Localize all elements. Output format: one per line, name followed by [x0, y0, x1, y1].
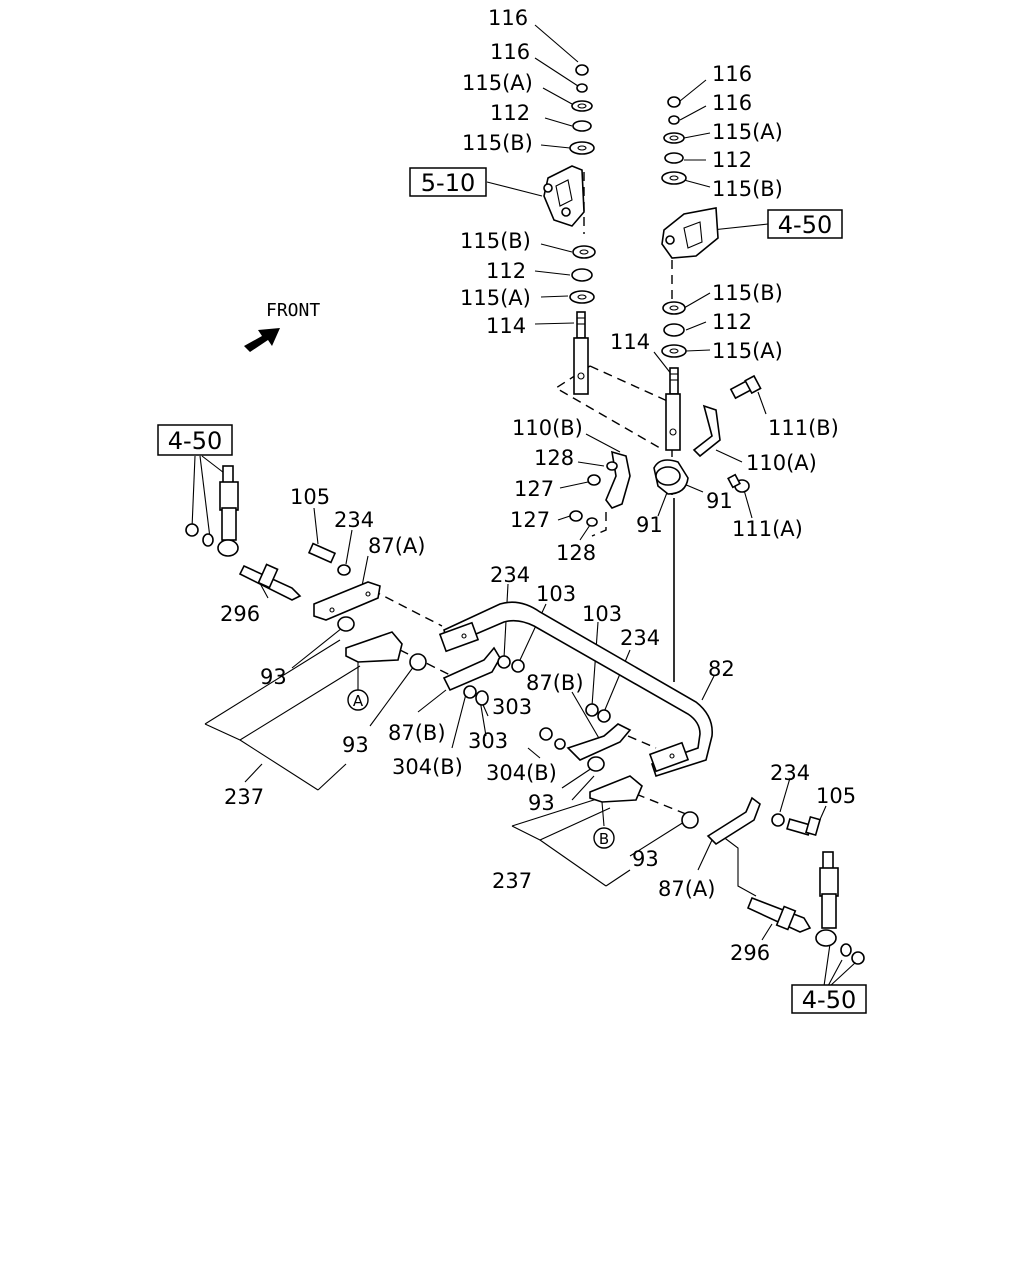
callout-label: 116 [712, 62, 752, 86]
callout-label: 116 [488, 6, 528, 30]
callout-label: 128 [556, 541, 596, 565]
svg-text:4-50: 4-50 [778, 211, 832, 239]
callout-label: 127 [510, 508, 550, 532]
ref-box-4-50-left: 4-50 [157, 424, 233, 456]
callout-label: 296 [730, 941, 770, 965]
callout-label: 115(B) [712, 281, 783, 305]
callout-label: 91 [706, 489, 733, 513]
callout-label: 115(B) [460, 229, 531, 253]
callout-label: 116 [490, 40, 530, 64]
callout-label: 237 [224, 785, 264, 809]
marker-a: A [347, 689, 369, 711]
callout-label: 105 [816, 784, 856, 808]
left-bracket-87a [307, 542, 381, 621]
right-shock-absorber [815, 851, 865, 965]
leader-lines [191, 24, 857, 987]
svg-text:5-10: 5-10 [421, 169, 475, 197]
callout-label: 110(B) [512, 416, 583, 440]
callout-label: 87(A) [368, 534, 425, 558]
callout-label: 303 [492, 695, 532, 719]
right-hanger-b [587, 756, 699, 829]
center-brackets [442, 646, 632, 761]
left-hanger-a [337, 616, 427, 690]
svg-text:A: A [353, 692, 364, 710]
front-label: FRONT [266, 300, 320, 321]
svg-text:4-50: 4-50 [802, 986, 856, 1014]
front-indicator: FRONT [244, 300, 320, 352]
callout-label: 115(B) [712, 177, 783, 201]
callout-label: 234 [490, 563, 530, 587]
callout-label: 234 [770, 761, 810, 785]
callout-label: 103 [536, 582, 576, 606]
callout-label: 93 [260, 665, 287, 689]
callout-label: 110(A) [746, 451, 817, 475]
callout-label: 115(A) [460, 286, 531, 310]
callout-label: 112 [712, 148, 752, 172]
callout-label: 93 [342, 733, 369, 757]
callout-label: 112 [486, 259, 526, 283]
callout-label: 112 [490, 101, 530, 125]
ref-box-4-50-bottom: 4-50 [791, 984, 867, 1014]
callout-label: 111(A) [732, 517, 803, 541]
callout-label: 93 [632, 847, 659, 871]
callout-label: 103 [582, 602, 622, 626]
svg-text:4-50: 4-50 [168, 427, 222, 455]
callout-label: 234 [334, 508, 374, 532]
callout-label: 115(A) [462, 71, 533, 95]
callout-label: 303 [468, 729, 508, 753]
parts [185, 64, 865, 965]
callout-label: 82 [708, 657, 735, 681]
ref-box-5-10: 5-10 [409, 167, 487, 197]
circle-markers: A B [347, 689, 615, 849]
left-shock-absorber [185, 465, 239, 557]
callout-label: 116 [712, 91, 752, 115]
left-nut-stack [543, 64, 596, 395]
right-nut-stack [661, 96, 719, 451]
callout-labels: 116 116 115(A) 112 115(B) 115(B) 112 115… [220, 6, 856, 965]
ref-box-4-50-top: 4-50 [767, 209, 843, 239]
callout-label: 304(B) [486, 761, 557, 785]
svg-text:B: B [599, 830, 609, 848]
callout-label: 111(B) [768, 416, 839, 440]
stabilizer-bar [438, 601, 713, 778]
callout-label: 91 [636, 513, 663, 537]
callout-label: 304(B) [392, 755, 463, 779]
callout-label: 87(A) [658, 877, 715, 901]
right-pin [746, 896, 812, 933]
callout-label: 105 [290, 485, 330, 509]
callout-label: 87(B) [526, 671, 584, 695]
right-bracket-87a [706, 796, 822, 846]
callout-label: 127 [514, 477, 554, 501]
callout-label: 115(A) [712, 120, 783, 144]
bushing-clamp-group [569, 374, 762, 527]
callout-label: 112 [712, 310, 752, 334]
callout-label: 237 [492, 869, 532, 893]
marker-b: B [593, 827, 615, 849]
callout-label: 234 [620, 626, 660, 650]
callout-label: 93 [528, 791, 555, 815]
callout-label: 87(B) [388, 721, 446, 745]
reference-boxes: 5-10 4-50 4-50 4-50 [157, 167, 867, 1014]
left-pin [238, 563, 302, 601]
front-arrow-icon [244, 328, 280, 352]
callout-label: 114 [610, 330, 650, 354]
callout-label: 128 [534, 446, 574, 470]
callout-label: 296 [220, 602, 260, 626]
callout-label: 115(A) [712, 339, 783, 363]
callout-label: 115(B) [462, 131, 533, 155]
callout-label: 114 [486, 314, 526, 338]
